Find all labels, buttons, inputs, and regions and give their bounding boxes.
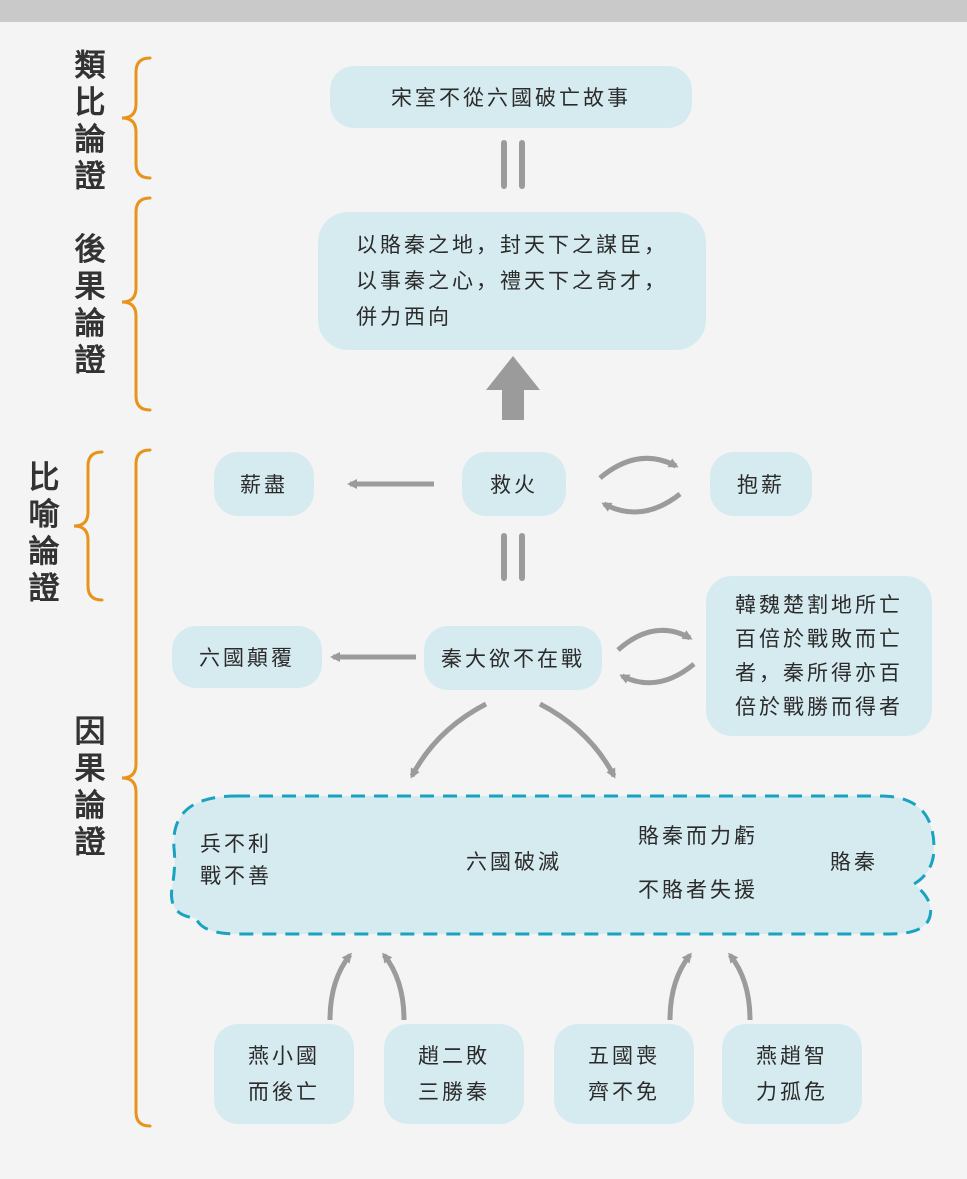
text-six-states-fall: 六國破滅	[466, 850, 562, 874]
arrow-zhao-up	[382, 952, 407, 1021]
node-five-states: 五國喪 齊不免	[554, 1024, 694, 1124]
node-firewood-exhausted: 薪盡	[214, 452, 314, 516]
dashed-region	[170, 794, 936, 936]
node-yan-zhao-wisdom: 燕趙智 力孤危	[722, 1024, 862, 1124]
cycle-mid-lower	[619, 662, 696, 686]
node-hold-firewood: 抱薪	[710, 452, 812, 516]
node-six-states-overturn: 六國顛覆	[172, 626, 322, 688]
node-qin-desire: 秦大欲不在戰	[424, 626, 602, 690]
top-bar	[0, 0, 967, 22]
arrow-five-states-up	[667, 952, 692, 1021]
arrow-qin-down-left	[409, 701, 488, 779]
node-yan-small: 燕小國 而後亡	[214, 1024, 354, 1124]
label-metaphor: 比 喻 論 證	[28, 460, 60, 607]
node-counterfactual: 以賂秦之地，封天下之謀臣， 以事秦之心，禮天下之奇才， 併力西向	[318, 212, 706, 350]
brace-consequence	[121, 196, 152, 412]
cycle-top-lower	[601, 492, 682, 515]
arrow-yan-small-up	[327, 952, 352, 1021]
node-song: 宋室不從六國破亡故事	[330, 66, 692, 128]
cycle-top-upper	[598, 455, 679, 480]
node-zhao-battles: 趙二敗 三勝秦	[384, 1024, 524, 1124]
node-fight-fire: 救火	[462, 452, 566, 516]
text-weapons-bad: 兵不利 戰不善	[200, 832, 272, 888]
text-no-bribe-lose-aid: 不賂者失援	[638, 878, 758, 902]
arrow-yanzhao-up	[728, 952, 753, 1021]
big-up-arrow	[486, 356, 540, 420]
label-analogy: 類 比 論 證	[74, 48, 106, 195]
brace-causal	[121, 448, 152, 1128]
brace-analogy	[121, 56, 152, 180]
text-bribe-weaken: 賂秦而力虧	[638, 824, 758, 848]
arrow-qin-down-right	[538, 701, 617, 779]
node-losses-compare: 韓魏楚割地所亡 百倍於戰敗而亡 者，秦所得亦百 倍於戰勝而得者	[706, 576, 932, 736]
brace-metaphor	[73, 450, 104, 602]
label-causal: 因 果 論 證	[74, 714, 106, 861]
label-consequence: 後 果 論 證	[74, 232, 106, 379]
text-bribe-qin: 賂秦	[830, 850, 878, 874]
cycle-mid-upper	[616, 627, 693, 652]
